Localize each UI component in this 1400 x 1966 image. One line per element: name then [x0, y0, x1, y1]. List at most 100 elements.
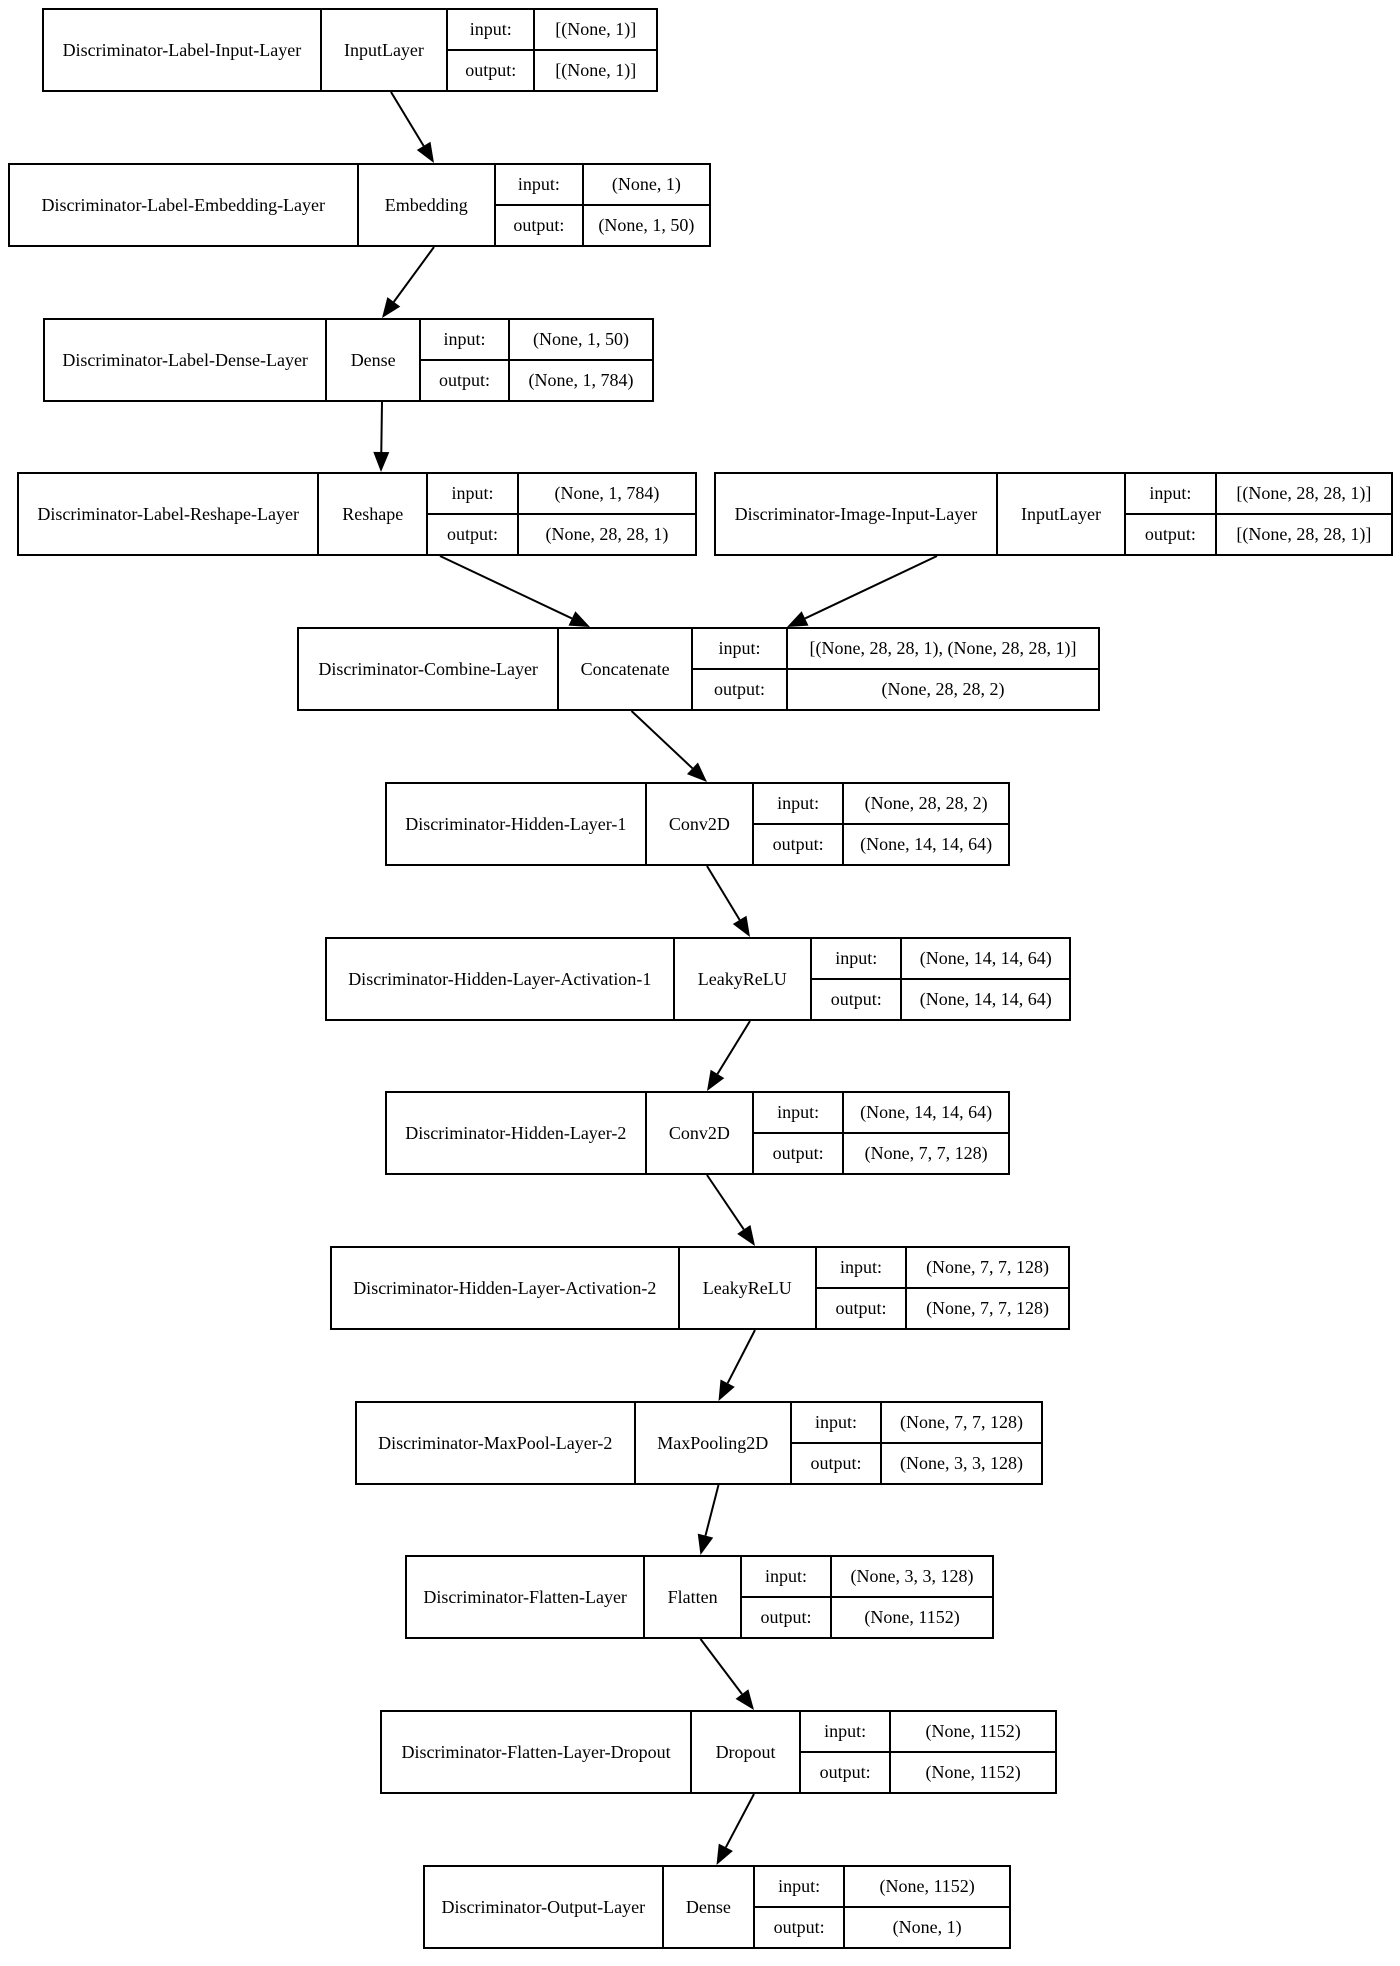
input-shape: (None, 1, 784) [554, 483, 660, 503]
layer-name: Discriminator-Label-Input-Layer [44, 10, 322, 90]
input-label: input: [693, 629, 789, 668]
layer-type: Reshape [319, 474, 428, 554]
input-label: input: [792, 1403, 883, 1442]
layer-name: Discriminator-Hidden-Layer-1 [387, 784, 647, 864]
output-label: output: [792, 1444, 883, 1483]
output-label: output: [1126, 515, 1217, 554]
input-label: input: [448, 10, 536, 49]
input-label: input: [742, 1557, 833, 1596]
layer-name: Discriminator-Flatten-Layer [407, 1557, 646, 1637]
layer-type: MaxPooling2D [636, 1403, 792, 1483]
input-row: input: [(None, 28, 28, 1), (None, 28, 28,… [693, 629, 1098, 668]
output-shape: [(None, 1)] [555, 60, 637, 80]
layer-type: Dense [664, 1867, 755, 1947]
edge-line [724, 1793, 755, 1848]
layer-type: LeakyReLU [675, 939, 812, 1019]
io-shape-table: input:[(None, 1)]output:[(None, 1)] [448, 10, 656, 90]
layer-name: Discriminator-Label-Dense-Layer [45, 320, 328, 400]
arrowhead [732, 915, 750, 937]
io-shape-table: input:(None, 7, 7, 128)output: (None, 7, … [817, 1248, 1068, 1328]
io-shape-table: input:(None, 14, 14, 64)output:(None, 7,… [754, 1093, 1008, 1173]
layer-name: Discriminator-Hidden-Layer-2 [387, 1093, 647, 1173]
input-shape: (None, 1152) [925, 1721, 1021, 1741]
layer-type: InputLayer [998, 474, 1126, 554]
arrowhead [787, 611, 809, 627]
output-shape: (None, 28, 28, 1) [545, 524, 669, 544]
output-shape: (None, 14, 14, 64) [919, 989, 1052, 1009]
input-row: input:(None, 1152) [801, 1712, 1055, 1751]
output-shape: (None, 7, 7, 128) [864, 1143, 988, 1163]
output-row: output: (None, 7, 7, 128) [817, 1287, 1068, 1328]
output-row: output:(None, 28, 28, 1) [428, 513, 695, 554]
output-label: output: [693, 670, 789, 709]
output-row: output:(None, 1152) [801, 1751, 1055, 1792]
output-label: output: [421, 361, 511, 400]
input-row: input:(None, 28, 28, 2) [754, 784, 1008, 823]
io-shape-table: input:(None, 7, 7, 128)output:(None, 3, … [792, 1403, 1041, 1483]
arrowhead [568, 611, 590, 627]
output-row: output:(None, 14, 14, 64) [754, 823, 1008, 864]
input-row: input:(None, 1, 50) [421, 320, 652, 359]
input-row: input:(None, 1, 784) [428, 474, 695, 513]
input-label: input: [812, 939, 903, 978]
input-row: input: [(None, 1)] [448, 10, 656, 49]
edge-line [706, 1174, 745, 1230]
layer-type: Conv2D [647, 1093, 754, 1173]
input-shape: [(None, 28, 28, 1), (None, 28, 28, 1)] [809, 638, 1077, 658]
output-row: output: [(None, 28, 28, 1)] [1126, 513, 1391, 554]
layer-name: Discriminator-Image-Input-Layer [716, 474, 998, 554]
input-row: input:(None, 3, 3, 128) [742, 1557, 992, 1596]
output-label: output: [817, 1289, 908, 1328]
output-shape: (None, 3, 3, 128) [900, 1453, 1023, 1473]
edge-line [716, 1020, 751, 1075]
input-row: input:(None, 7, 7, 128) [817, 1248, 1068, 1287]
io-shape-table: input: [(None, 28, 28, 1), (None, 28, 28,… [693, 629, 1098, 709]
edge-line [439, 555, 573, 620]
arrowhead [707, 1069, 725, 1091]
edge-line [699, 1638, 743, 1695]
output-row: output:[(None, 1)] [448, 49, 656, 90]
output-label: output: [754, 825, 845, 864]
output-shape: [(None, 28, 28, 1)] [1236, 524, 1372, 544]
input-label: input: [1126, 474, 1217, 513]
output-shape: (None, 1152) [925, 1762, 1021, 1782]
io-shape-table: input: [(None, 28, 28, 1)]output: [(None, … [1126, 474, 1391, 554]
output-shape: (None, 1152) [864, 1607, 960, 1627]
input-row: input:(None, 1152) [755, 1867, 1009, 1906]
arrowhead [718, 1379, 735, 1401]
edge-line [804, 555, 938, 620]
output-row: output:(None, 1152) [742, 1596, 992, 1637]
layer-type: Embedding [359, 165, 496, 245]
input-shape: (None, 14, 14, 64) [919, 948, 1052, 968]
output-row: output:(None, 7, 7, 128) [754, 1132, 1008, 1173]
input-shape: [(None, 1)] [555, 19, 637, 39]
layer-type: InputLayer [322, 10, 448, 90]
arrowhead [373, 451, 390, 472]
layer-name: Discriminator-Output-Layer [425, 1867, 664, 1947]
input-row: input:(None, 1) [496, 165, 709, 204]
io-shape-table: input:(None, 1)output:(None, 1, 50) [496, 165, 709, 245]
edge-line [380, 401, 383, 453]
output-row: output: (None, 3, 3, 128) [792, 1442, 1041, 1483]
output-row: output:(None, 14, 14, 64) [812, 978, 1069, 1019]
output-shape: (None, 7, 7, 128) [926, 1298, 1050, 1318]
input-label: input: [421, 320, 511, 359]
edge-line [390, 91, 425, 147]
arrowhead [716, 1843, 733, 1865]
layer-type: Conv2D [647, 784, 754, 864]
io-shape-table: input:(None, 3, 3, 128)output:(None, 115… [742, 1557, 992, 1637]
io-shape-table: input:(None, 1, 784)output:(None, 28, 28… [428, 474, 695, 554]
output-row: output:(None, 28, 28, 2) [693, 668, 1098, 709]
edge-line [630, 710, 694, 770]
